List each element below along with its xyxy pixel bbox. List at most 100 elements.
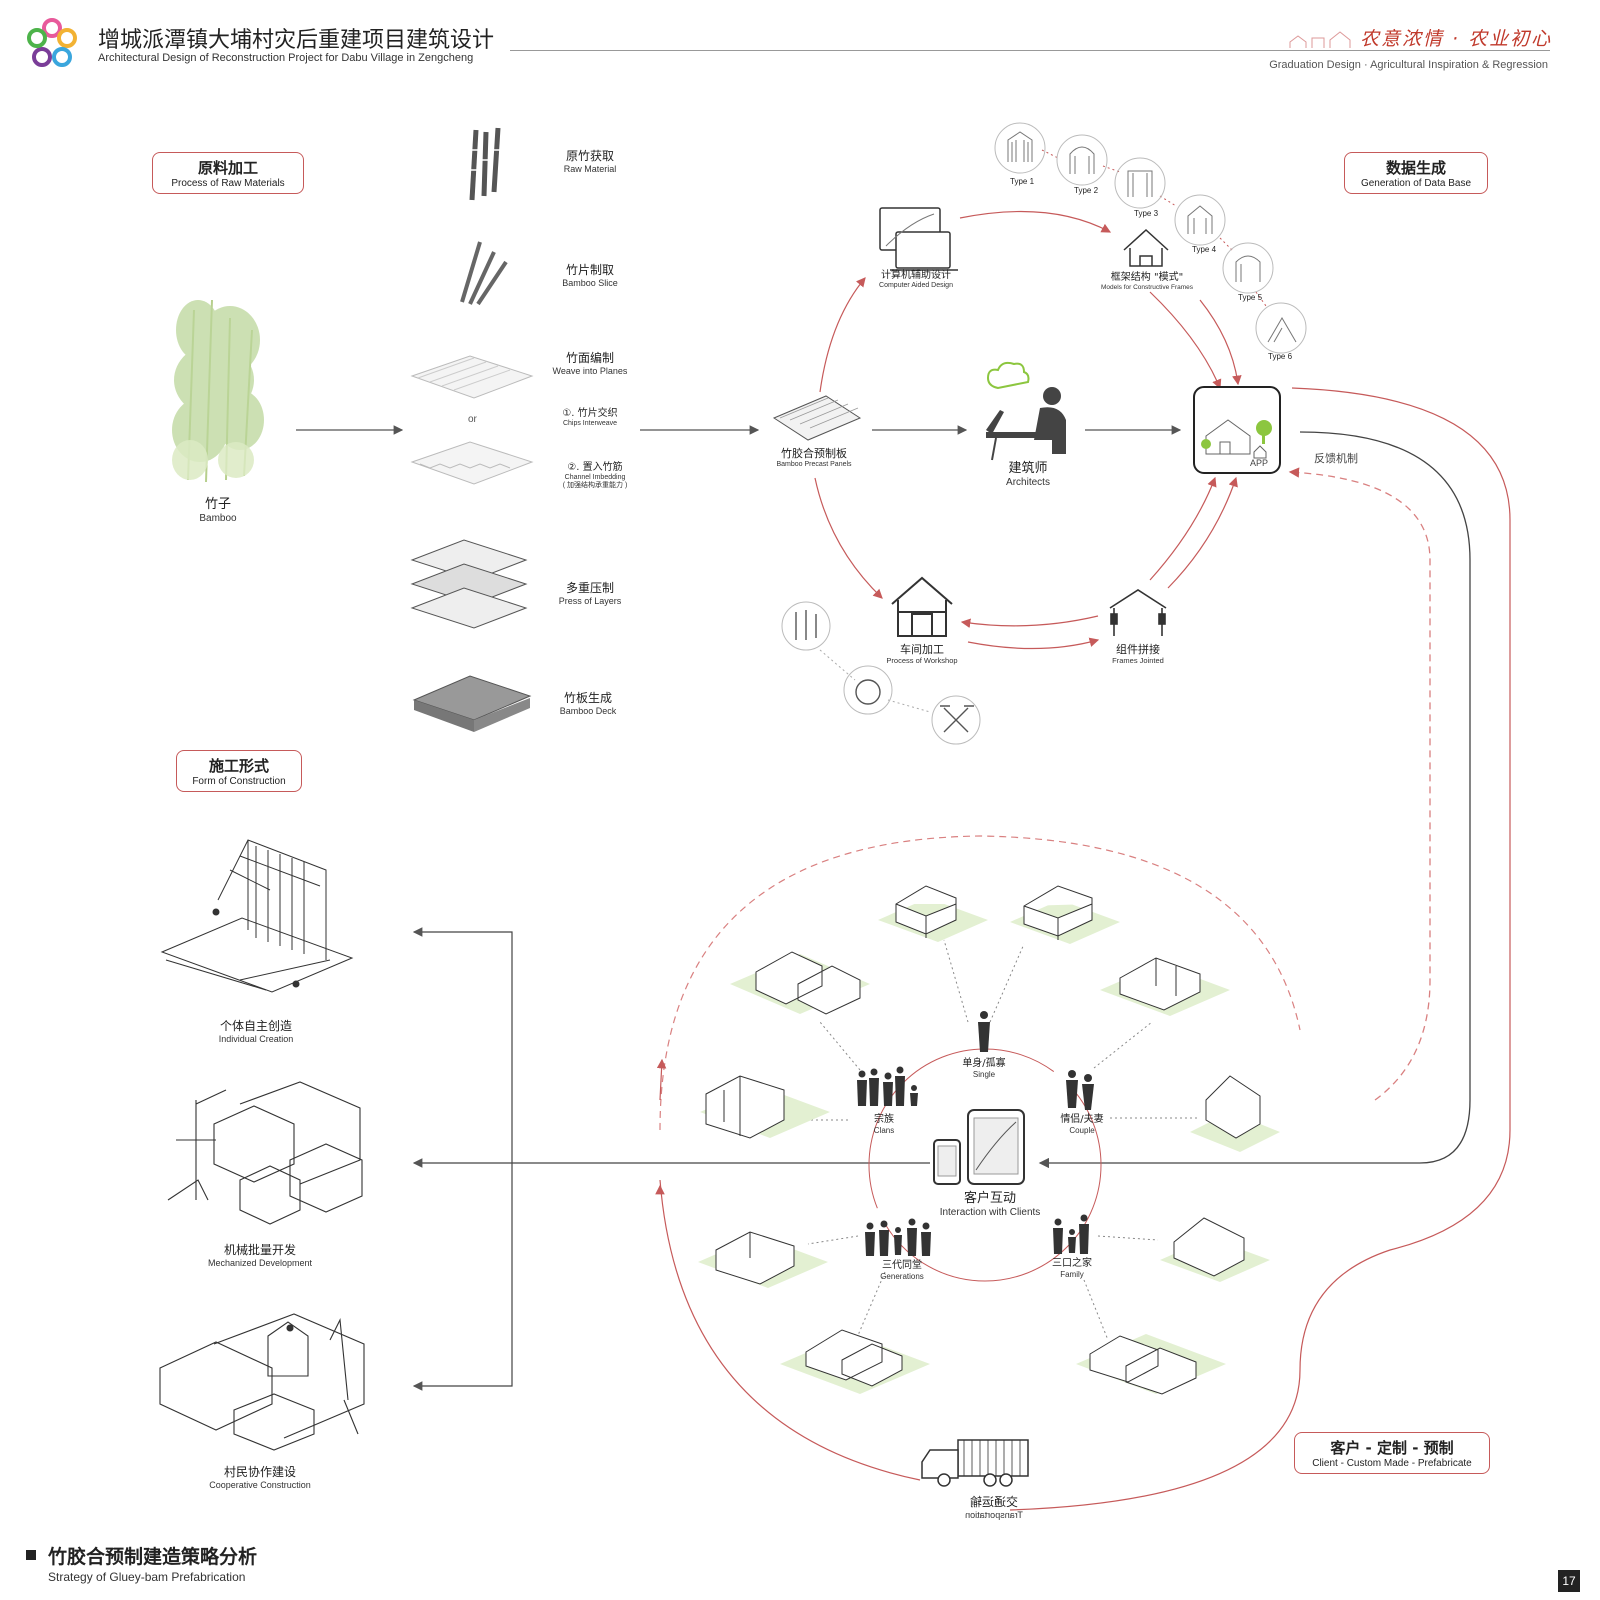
architect-icon bbox=[986, 361, 1066, 461]
footer-title-zh: 竹胶合预制建造策略分析 bbox=[48, 1546, 258, 1568]
house-couple-1 bbox=[1100, 957, 1230, 1016]
section-construction-zh: 施工形式 bbox=[208, 757, 269, 775]
client-single-zh: 单身/孤寡 bbox=[962, 1058, 1006, 1069]
weave-zh: 竹面编制 bbox=[565, 351, 614, 365]
header-logo bbox=[26, 18, 78, 70]
bamboo-zh: 竹子 bbox=[204, 497, 231, 512]
slice-en: Bamboo Slice bbox=[562, 277, 618, 288]
house-single-2 bbox=[1010, 885, 1120, 944]
bamboo-label: 竹子 Bamboo bbox=[168, 497, 268, 524]
type-3-circle bbox=[1114, 157, 1166, 209]
construction-form-3-en: Cooperative Construction bbox=[209, 1479, 311, 1490]
type-6-label: Type 6 bbox=[1268, 352, 1293, 361]
deck-en: Bamboo Deck bbox=[559, 705, 617, 716]
header-slogan: 农意浓情 · 农业初心 bbox=[1360, 28, 1553, 50]
clans-icon bbox=[857, 1066, 918, 1106]
footer-title-en: Strategy of Gluey-bam Prefabrication bbox=[48, 1570, 246, 1584]
panels-en: Bamboo Precast Panels bbox=[776, 460, 852, 468]
client-couple-en: Couple bbox=[1069, 1125, 1095, 1135]
frames-label: 组件拼接 Frames Jointed bbox=[1088, 643, 1188, 665]
channel-label: ②. 置入竹筋 Channel Imbedding ( 加强结构承重能力 ) bbox=[540, 462, 650, 490]
slice-zh: 竹片制取 bbox=[565, 263, 614, 277]
house-family-2 bbox=[1076, 1334, 1226, 1395]
type-2-circle bbox=[1056, 134, 1108, 186]
chips-en: Chips Interweave bbox=[562, 419, 618, 427]
header-title-en: Architectural Design of Reconstruction P… bbox=[98, 52, 474, 64]
architects-zh: 建筑师 bbox=[1008, 461, 1048, 476]
models-zh: 框架结构 "模式" bbox=[1110, 272, 1184, 283]
family-icon bbox=[1053, 1214, 1089, 1254]
raw-material-label: 原竹获取 Raw Material bbox=[540, 149, 640, 174]
individual-creation-image bbox=[160, 839, 354, 993]
weave-en: Weave into Planes bbox=[552, 365, 628, 376]
client-couple-label: 情侣/夫妻 Couple bbox=[1042, 1114, 1122, 1135]
workshop-en: Process of Workshop bbox=[886, 655, 958, 665]
client-family-en: Family bbox=[1060, 1269, 1084, 1279]
cad-en: Computer Aided Design bbox=[879, 281, 953, 289]
house-generations-1 bbox=[698, 1231, 828, 1288]
frame-joint-icon bbox=[1109, 589, 1167, 636]
chips-zh: ①. 竹片交织 bbox=[562, 408, 618, 419]
channel-zh: ②. 置入竹筋 bbox=[567, 462, 623, 473]
footer-bullet bbox=[26, 1550, 36, 1560]
raw-material-en: Raw Material bbox=[563, 163, 617, 174]
computer-icon bbox=[879, 207, 958, 271]
frames-zh: 组件拼接 bbox=[1116, 643, 1160, 656]
house-family-1 bbox=[1160, 1217, 1270, 1282]
construction-form-2-zh: 机械批量开发 bbox=[223, 1243, 296, 1257]
client-family-label: 三口之家 Family bbox=[1032, 1258, 1112, 1279]
slice-label: 竹片制取 Bamboo Slice bbox=[540, 263, 640, 288]
type-6-circle bbox=[1255, 302, 1307, 354]
single-person-icon bbox=[978, 1011, 990, 1052]
construction-form-2-en: Mechanized Development bbox=[207, 1257, 313, 1268]
bamboo-tree-image bbox=[172, 299, 264, 483]
section-client-zh: 客户 - 定制 - 预制 bbox=[1330, 1439, 1454, 1457]
type-2-label: Type 2 bbox=[1074, 186, 1099, 195]
section-data-en: Generation of Data Base bbox=[1360, 178, 1472, 189]
house-clans-1 bbox=[730, 951, 870, 1015]
bamboo-panel-icon bbox=[772, 395, 862, 441]
client-clans-label: 宗族 Clans bbox=[844, 1114, 924, 1135]
press-zh: 多重压制 bbox=[565, 581, 614, 595]
weave-label: 竹面编制 Weave into Planes bbox=[530, 351, 650, 376]
section-data-base: 数据生成 Generation of Data Base bbox=[1344, 152, 1488, 194]
workshop-label: 车间加工 Process of Workshop bbox=[872, 643, 972, 665]
clients-center-zh: 客户互动 bbox=[963, 1191, 1016, 1206]
channel-en: Channel Imbedding bbox=[564, 473, 626, 481]
models-label: 框架结构 "模式" Models for Constructive Frames bbox=[1092, 272, 1202, 291]
construction-form-1-zh: 个体自主创造 bbox=[219, 1019, 292, 1033]
section-client: 客户 - 定制 - 预制 Client - Custom Made - Pref… bbox=[1294, 1432, 1490, 1474]
clients-center-en: Interaction with Clients bbox=[939, 1206, 1041, 1218]
woven-panel-icon bbox=[410, 355, 534, 485]
page-number: 17 bbox=[1558, 1570, 1580, 1592]
press-en: Press of Layers bbox=[558, 595, 622, 606]
raw-bamboo-icon bbox=[469, 127, 501, 201]
type-4-label: Type 4 bbox=[1192, 245, 1217, 254]
transport-label: 交通运输 Transportation bbox=[944, 1495, 1044, 1520]
client-family-zh: 三口之家 bbox=[1052, 1258, 1092, 1269]
workshop-icon bbox=[891, 576, 953, 637]
construction-form-3-zh: 村民协作建设 bbox=[223, 1465, 296, 1479]
tablet-icon bbox=[933, 1109, 1025, 1185]
client-clans-en: Clans bbox=[873, 1125, 895, 1135]
construction-form-3: 村民协作建设 Cooperative Construction bbox=[190, 1465, 330, 1490]
bamboo-en: Bamboo bbox=[199, 512, 237, 524]
clients-center-label: 客户互动 Interaction with Clients bbox=[930, 1191, 1050, 1218]
client-generations-en: Generations bbox=[880, 1271, 924, 1281]
client-clans-zh: 宗族 bbox=[874, 1114, 894, 1125]
header-title-zh: 增城派潭镇大埔村灾后重建项目建筑设计 bbox=[98, 28, 495, 53]
cooperative-construction-image bbox=[159, 1313, 365, 1451]
construction-form-1-en: Individual Creation bbox=[218, 1033, 294, 1044]
transport-zh: 交通运输 bbox=[970, 1495, 1019, 1509]
app-label[interactable]: APP bbox=[1250, 458, 1269, 468]
house-single-1 bbox=[878, 885, 988, 942]
mechanized-development-image bbox=[167, 1081, 363, 1225]
type-3-label: Type 3 bbox=[1134, 209, 1159, 218]
type-1-label: Type 1 bbox=[1010, 177, 1035, 186]
type-4-circle bbox=[1174, 194, 1226, 246]
logo-icon bbox=[27, 18, 77, 67]
client-single-label: 单身/孤寡 Single bbox=[944, 1058, 1024, 1079]
section-data-zh: 数据生成 bbox=[1385, 159, 1446, 177]
bamboo-slice-icon bbox=[460, 241, 508, 306]
type-1-circle bbox=[994, 122, 1046, 174]
